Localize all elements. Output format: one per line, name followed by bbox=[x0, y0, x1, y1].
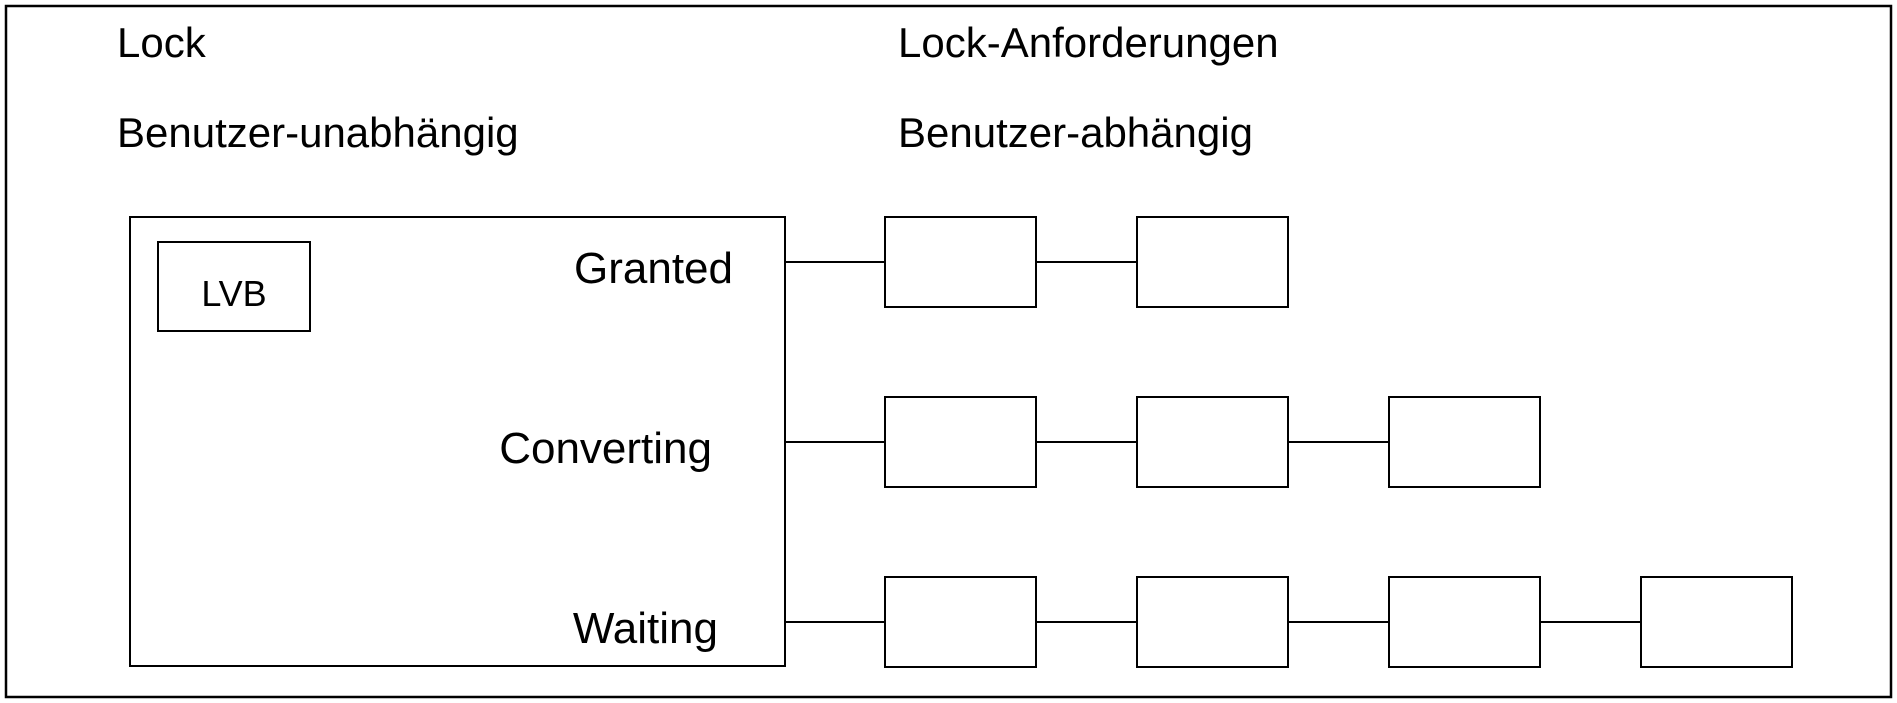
waiting-label: Waiting bbox=[573, 604, 718, 653]
lvb-label: LVB bbox=[201, 273, 266, 314]
converting-request-box bbox=[884, 396, 1037, 488]
lvb-box bbox=[157, 241, 311, 332]
waiting-request-box bbox=[1388, 576, 1541, 668]
granted-request-box bbox=[884, 216, 1037, 308]
lock-requests-heading: Lock-Anforderungen bbox=[898, 19, 1279, 66]
request-chains bbox=[785, 216, 1793, 668]
granted-label: Granted bbox=[574, 244, 733, 293]
user-independent-label: Benutzer-unabhängig bbox=[117, 109, 519, 156]
lock-heading: Lock bbox=[117, 19, 207, 66]
outer-frame bbox=[4, 4, 1893, 699]
converting-label: Converting bbox=[499, 424, 712, 473]
granted-request-box bbox=[1136, 216, 1289, 308]
waiting-request-box bbox=[1640, 576, 1793, 668]
waiting-request-box bbox=[1136, 576, 1289, 668]
waiting-request-box bbox=[884, 576, 1037, 668]
converting-request-box bbox=[1388, 396, 1541, 488]
converting-request-box bbox=[1136, 396, 1289, 488]
user-dependent-label: Benutzer-abhängig bbox=[898, 109, 1253, 156]
